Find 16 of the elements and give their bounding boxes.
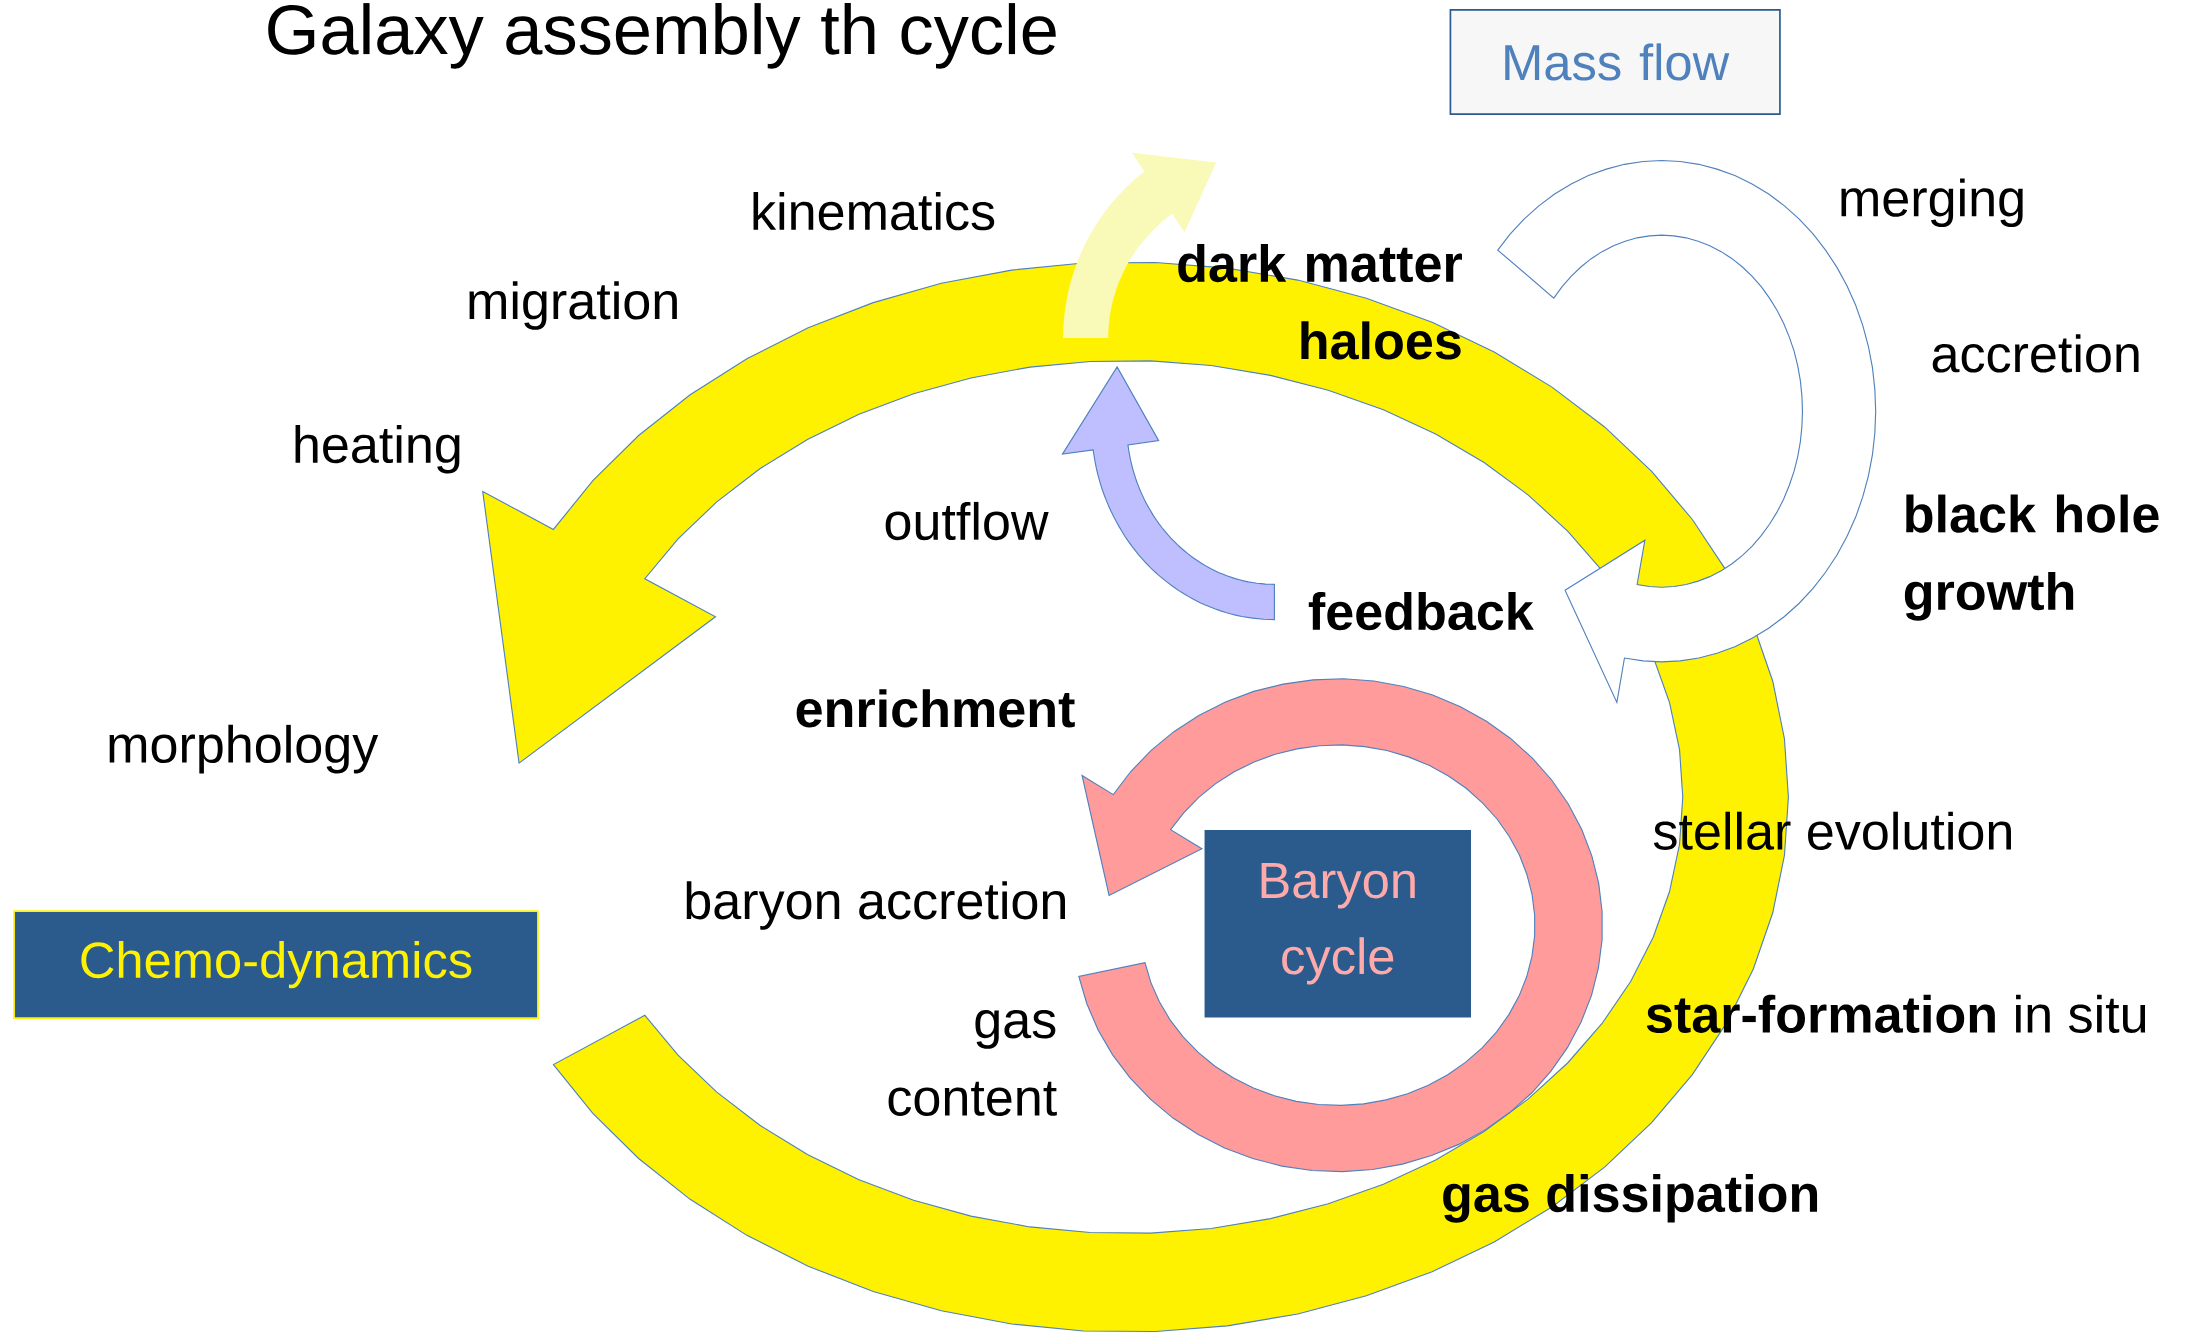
label: enrichment (796, 689, 1075, 728)
label: baryon accretion (686, 881, 1065, 930)
label: black hole growth (1904, 494, 2159, 621)
label: heating (295, 424, 460, 474)
label: gas content (888, 1009, 1057, 1116)
legend-box: Mass flow (1449, 8, 1781, 115)
label: feedback (1308, 591, 1534, 631)
label: accretion (1932, 334, 2139, 373)
label: migration (469, 281, 677, 330)
label: kinematics (753, 191, 995, 231)
title: Galaxy assembly th cycle (268, 2, 1056, 69)
label: outflow (885, 501, 1049, 540)
label: morphology (109, 724, 379, 774)
legend-box: Baryon cycle (1204, 829, 1471, 1018)
legend-box: Chemo-dynamics (13, 910, 539, 1019)
label: merging (1841, 178, 2023, 227)
